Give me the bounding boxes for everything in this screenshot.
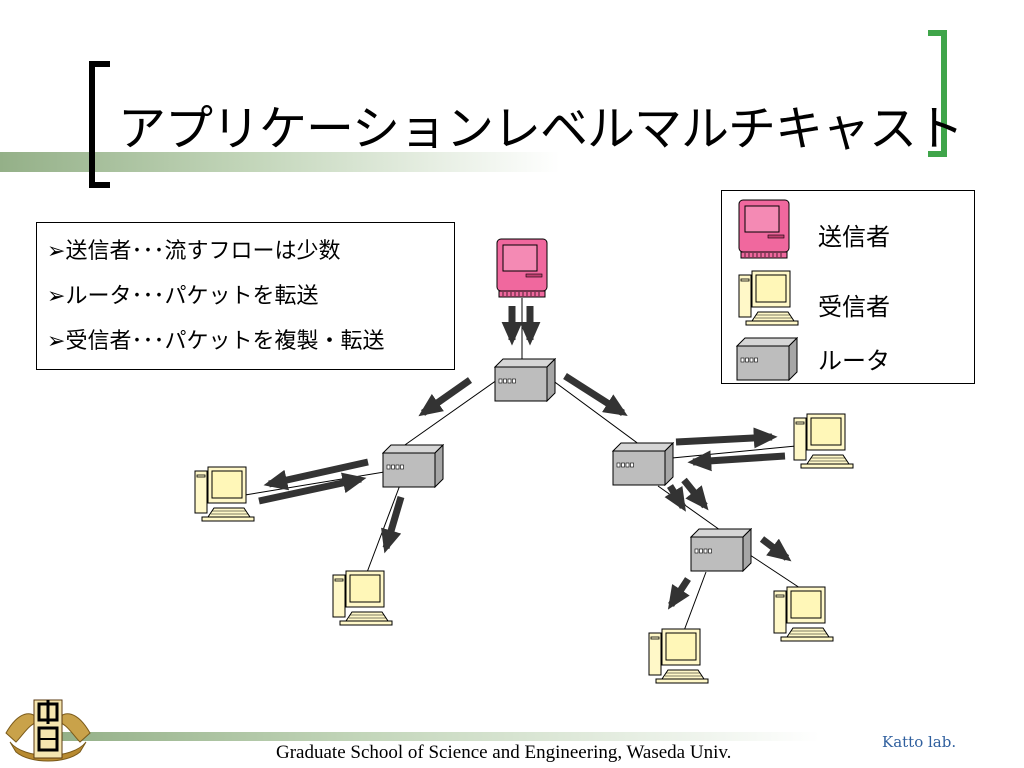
receiver-computer-icon xyxy=(648,628,709,684)
link xyxy=(551,379,641,446)
links xyxy=(244,298,801,637)
sender-computer-icon xyxy=(496,238,548,298)
router-icon xyxy=(612,442,674,486)
receiver-computer-icon xyxy=(773,586,834,642)
link xyxy=(657,485,721,531)
receiver-computer-icon xyxy=(194,466,255,522)
legend-router-label: ルータ xyxy=(818,347,890,375)
router-icon xyxy=(382,444,444,488)
bullet-item: ➢受信者･･･パケットを複製・転送 xyxy=(47,319,454,364)
flow-arrow xyxy=(675,427,778,449)
bullet-text: 受信者･･･パケットを複製・転送 xyxy=(65,329,385,354)
left-bracket xyxy=(89,61,110,188)
bullet-marker-icon: ➢ xyxy=(47,239,66,264)
flow-arrow xyxy=(258,472,367,505)
legend-receiver-label: 受信者 xyxy=(818,293,890,321)
flow-arrow xyxy=(667,577,691,610)
credit-text: Katto lab. xyxy=(882,733,957,751)
router-icon xyxy=(494,358,556,402)
accent-band-top xyxy=(0,152,560,172)
bullet-item: ➢ルータ･･･パケットを転送 xyxy=(47,274,454,319)
legend: 送信者 受信者 ルータ xyxy=(721,190,975,384)
link xyxy=(749,554,801,589)
bullet-item: ➢送信者･･･流すフローは少数 xyxy=(47,229,454,274)
link xyxy=(681,571,707,637)
receiver-computer-icon xyxy=(793,413,854,469)
right-bracket xyxy=(928,30,947,157)
flow-arrow xyxy=(381,496,405,554)
flow-arrow xyxy=(664,484,686,512)
legend-sender-label: 送信者 xyxy=(818,223,890,251)
footer-text: Graduate School of Science and Engineeri… xyxy=(276,742,732,763)
accent-band-bottom xyxy=(60,732,820,741)
flow-arrow xyxy=(687,450,786,472)
flow-arrow xyxy=(418,377,473,417)
bullet-text: ルータ･･･パケットを転送 xyxy=(65,284,319,309)
bullet-box: ➢送信者･･･流すフローは少数 ➢ルータ･･･パケットを転送 ➢受信者･･･パケ… xyxy=(36,222,455,370)
bullet-marker-icon: ➢ xyxy=(47,329,66,354)
slide-title: アプリケーションレベルマルチキャスト xyxy=(118,101,964,157)
waseda-emblem-icon xyxy=(5,699,91,762)
bullet-marker-icon: ➢ xyxy=(47,284,66,309)
flow-arrow xyxy=(563,373,628,417)
flow-arrows xyxy=(258,306,792,610)
flow-arrow xyxy=(681,477,709,511)
link xyxy=(401,379,498,448)
bullet-text: 送信者･･･流すフローは少数 xyxy=(65,239,341,264)
router-icon xyxy=(690,528,752,572)
flow-arrow xyxy=(263,458,369,491)
flow-arrow xyxy=(759,536,792,562)
receiver-computer-icon xyxy=(332,570,393,626)
